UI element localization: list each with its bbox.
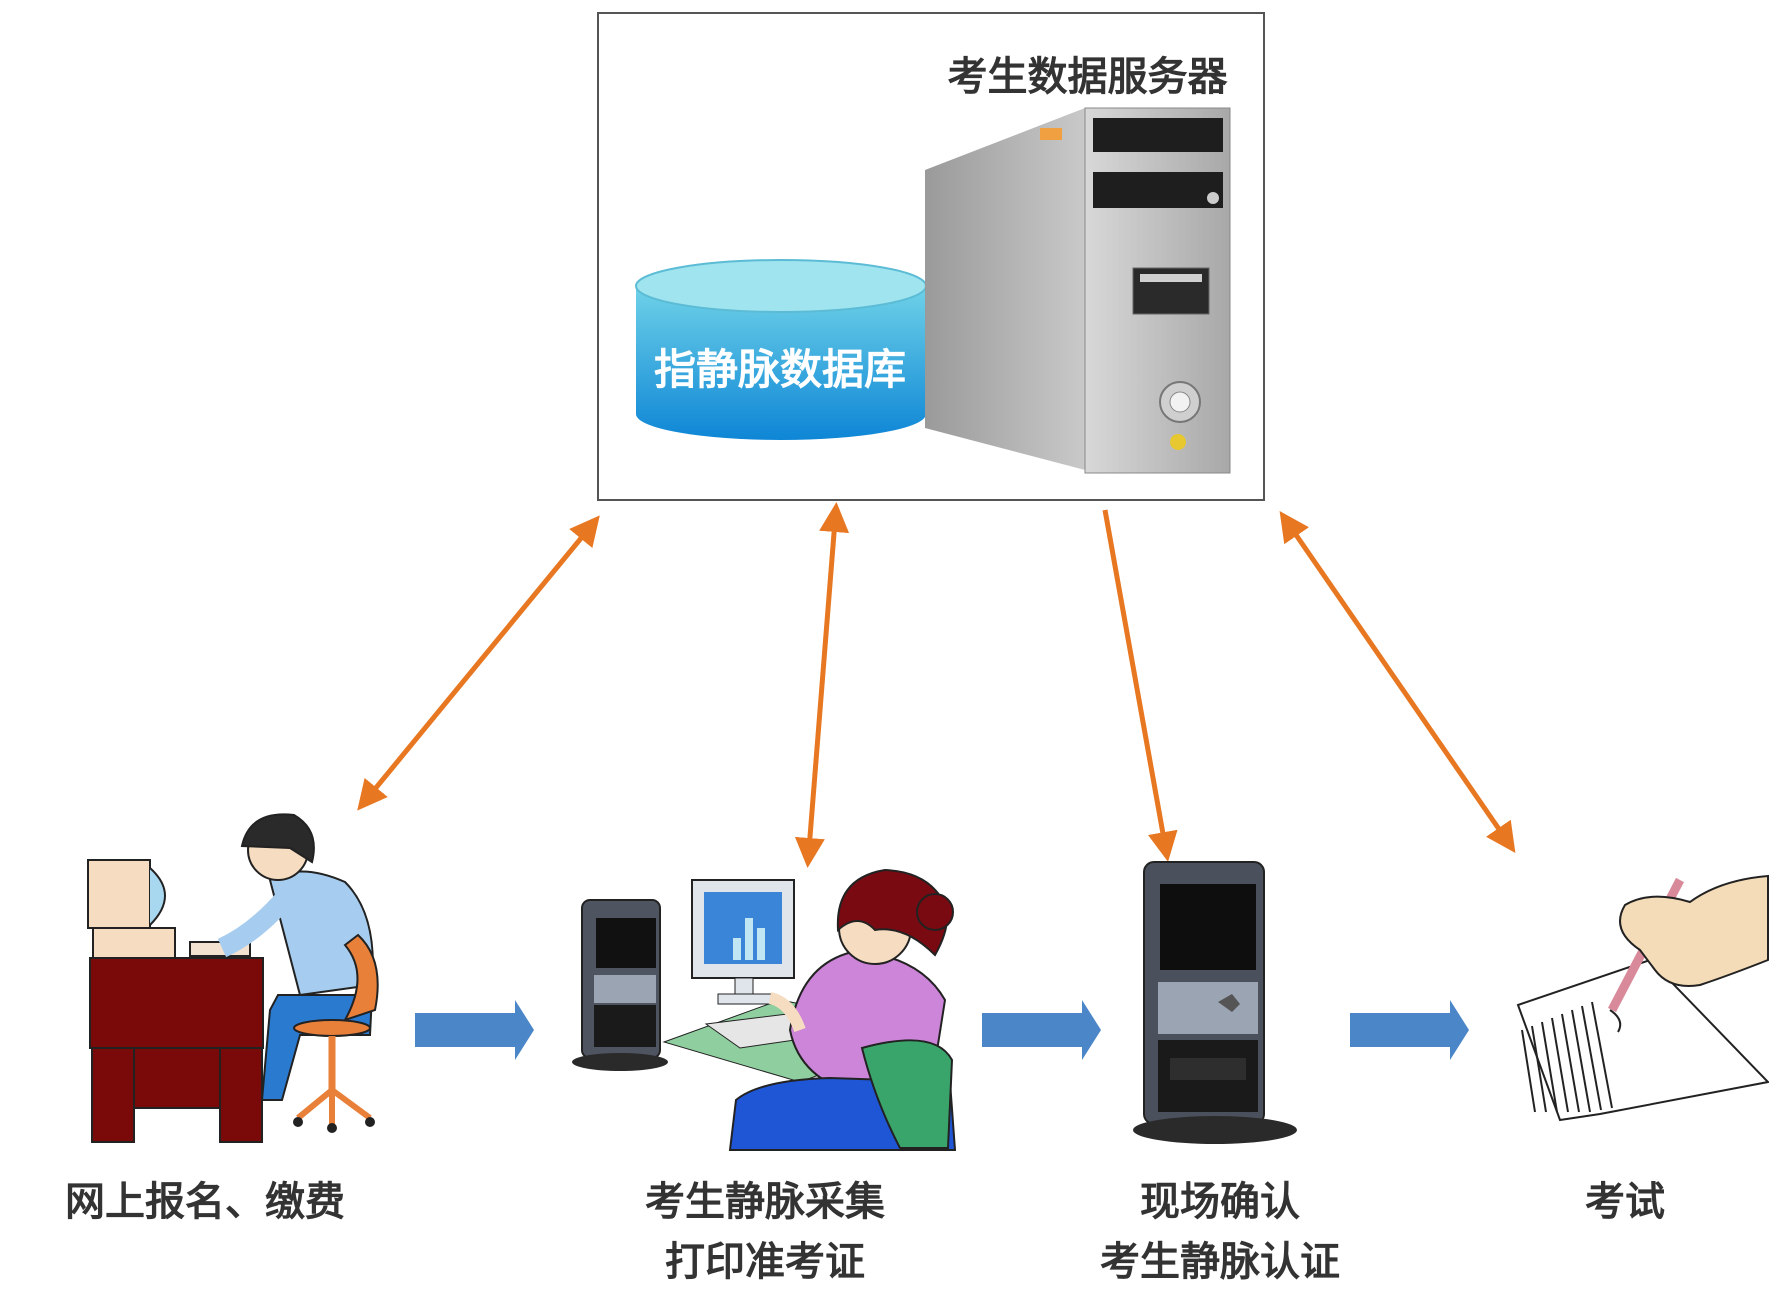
step-confirm-label: 现场确认 考生静脉认证 [1055,1172,1385,1292]
step-exam-line-1: 考试 [1585,1179,1665,1225]
database-cylinder-icon [635,259,927,440]
link-arrow-register [357,515,600,811]
person-with-scanner-icon [662,868,957,1151]
server-title: 考生数据服务器 [947,54,1228,100]
flow-arrow-1 [415,1000,534,1060]
step-register-line-1: 网上报名、缴费 [65,1179,345,1225]
hand-writing-icon [1516,874,1769,1122]
step-collect-line-2: 打印准考证 [665,1239,865,1285]
step-collect-label: 考生静脉采集 打印准考证 [600,1172,930,1292]
step-exam-label: 考试 [1515,1172,1735,1232]
server-tower-icon [925,107,1231,474]
step-confirm-line-1: 现场确认 [1140,1179,1300,1225]
database-label: 指静脉数据库 [653,345,906,394]
step-collect-line-1: 考生静脉采集 [645,1179,885,1225]
flow-arrow-2 [982,1000,1101,1060]
step-confirm-line-2: 考生静脉认证 [1100,1239,1340,1285]
link-arrow-confirm [1102,509,1178,862]
link-arrow-exam [1279,511,1516,853]
flow-arrow-3 [1350,1000,1469,1060]
person-at-computer-icon [87,813,379,1143]
vein-scanner-icon [1133,861,1297,1144]
step-register-label: 网上报名、缴费 [40,1172,370,1232]
link-arrow-collect [794,502,850,868]
vein-scanner-icon [572,899,668,1071]
